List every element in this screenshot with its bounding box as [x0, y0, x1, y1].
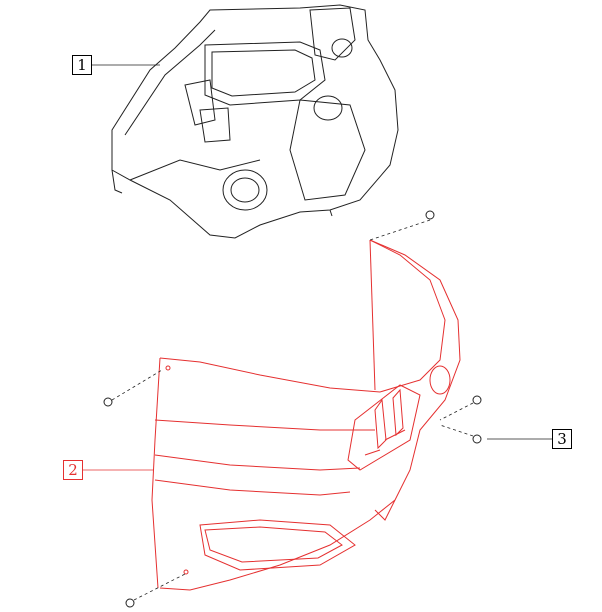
instrument-panel-drawing	[111, 4, 399, 239]
callout-1[interactable]: 1	[72, 55, 92, 75]
leader-lines	[92, 64, 552, 601]
callout-3[interactable]: 3	[552, 429, 572, 449]
screw-icons	[103, 210, 482, 608]
lower-cover-drawing	[151, 239, 461, 591]
callout-2[interactable]: 2	[63, 460, 83, 480]
